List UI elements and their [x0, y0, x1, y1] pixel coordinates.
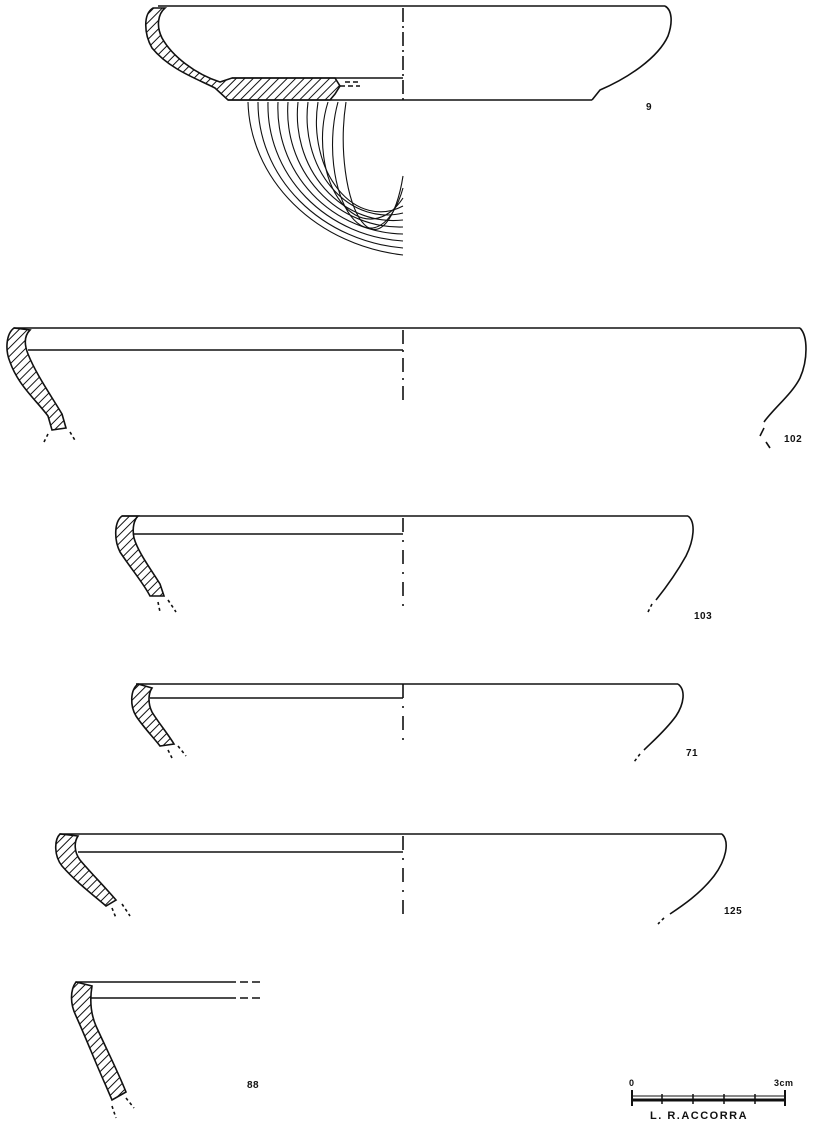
figure-label-9: 9	[646, 102, 653, 113]
vessel-9-section	[144, 7, 341, 101]
figure-label-102: 102	[784, 434, 803, 445]
figure-label-125: 125	[724, 906, 743, 917]
vessel-125-drawing	[54, 833, 727, 925]
scale-end-label: 3cm	[774, 1078, 794, 1088]
vessel-125-section	[54, 833, 118, 907]
drawing-credit: L. R.ACCORRA	[650, 1110, 749, 1122]
vessel-102-drawing	[6, 327, 807, 449]
vessel-71-drawing	[130, 683, 684, 763]
scale-start-label: 0	[629, 1078, 635, 1088]
vessel-88-drawing	[70, 981, 264, 1119]
vessel-9-drawing	[144, 5, 672, 256]
vessel-9-base-rings	[247, 101, 404, 256]
vessel-103-drawing	[114, 515, 694, 613]
vessel-88-section	[70, 981, 128, 1102]
scale-bar	[631, 1090, 786, 1106]
figure-label-71: 71	[686, 748, 699, 759]
vessel-71-section	[130, 683, 176, 747]
figure-label-103: 103	[694, 611, 713, 622]
figure-label-88: 88	[247, 1080, 260, 1091]
vessel-102-section	[6, 327, 68, 431]
vessel-103-section	[114, 515, 166, 597]
